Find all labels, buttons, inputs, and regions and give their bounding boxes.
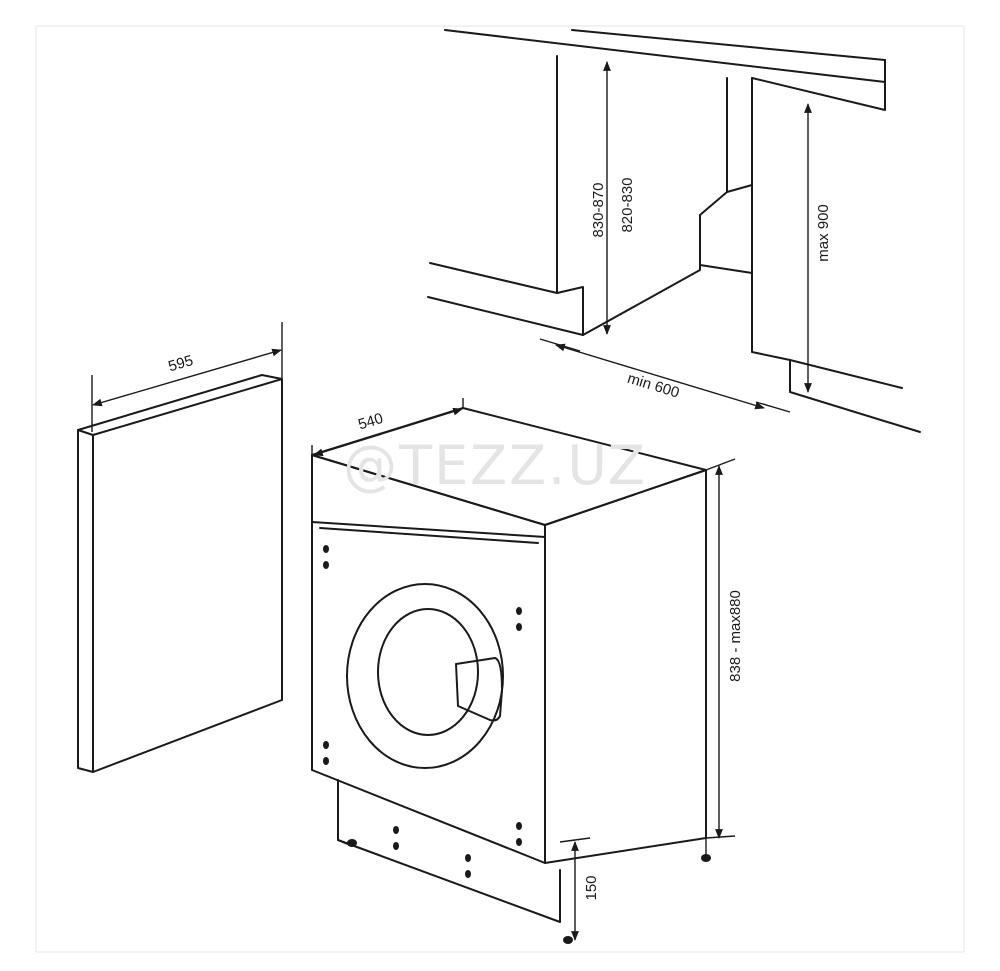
dim-595: 595 [166,352,195,375]
cabinet-niche [427,29,921,433]
min-600-arrow [555,343,765,410]
dim-540: 540 [356,410,385,434]
dim-830-870: 830-870 [590,182,607,237]
door-glass [377,608,479,736]
width-595-arrow [92,348,282,407]
dim-150: 150 [583,875,600,900]
dim-820-830: 820-830 [619,177,636,232]
dim-838-max880: 838 - max880 [727,590,744,682]
frame-border [35,25,965,953]
washing-machine [311,407,711,944]
door-panel: 595 [77,322,283,773]
depth-540-arrow [313,407,463,457]
door-handle [455,657,503,722]
machine-dimensions: 540 838 - max880 150 [311,398,744,941]
niche-dimensions: 830-870 820-830 max 900 min 600 [539,61,832,413]
dim-max-900: max 900 [815,204,832,262]
watermark-text: @TEZZ.UZ [343,434,647,497]
door-ring [346,583,504,769]
